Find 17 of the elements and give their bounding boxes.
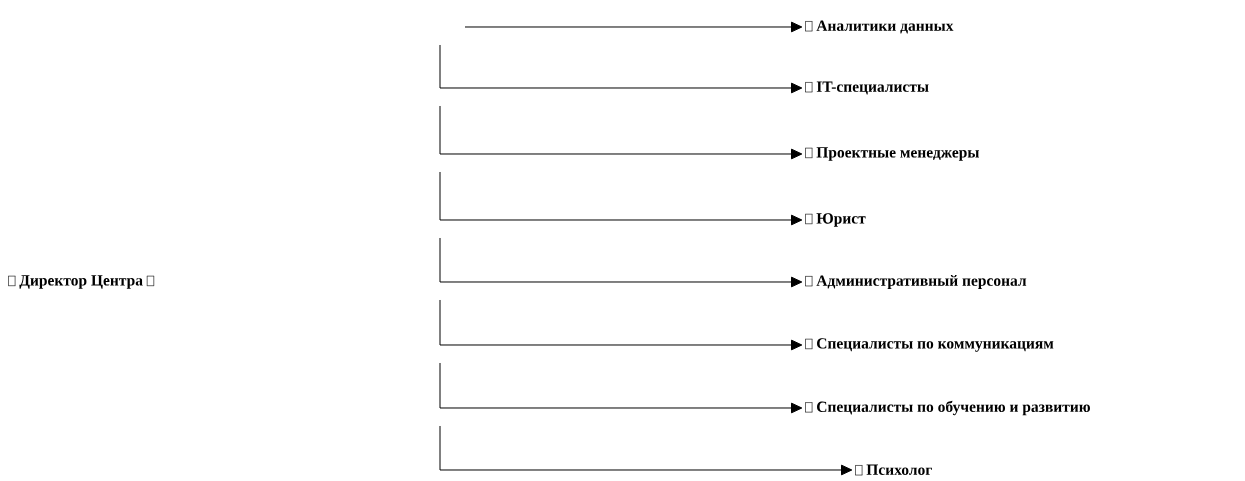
role-label: IT-специалисты <box>804 81 929 95</box>
role-label: Аналитики данных <box>804 20 954 34</box>
arrow <box>439 299 803 351</box>
role-label: Проектные менеджеры <box>804 147 979 161</box>
arrow <box>439 171 803 226</box>
arrow <box>439 237 803 288</box>
arrow <box>439 362 803 414</box>
role-label: Психолог <box>854 464 932 476</box>
arrow <box>439 105 803 160</box>
role-label: Специалисты по обучению и развитию <box>804 400 1090 416</box>
arrow <box>439 425 853 476</box>
arrow <box>464 21 803 33</box>
arrow <box>439 44 803 94</box>
role-label: Директор Центра <box>7 275 155 289</box>
role-label: Административный персонал <box>804 275 1027 289</box>
role-label: Юрист <box>804 213 866 227</box>
role-label: Специалисты по коммуникациям <box>804 338 1054 352</box>
